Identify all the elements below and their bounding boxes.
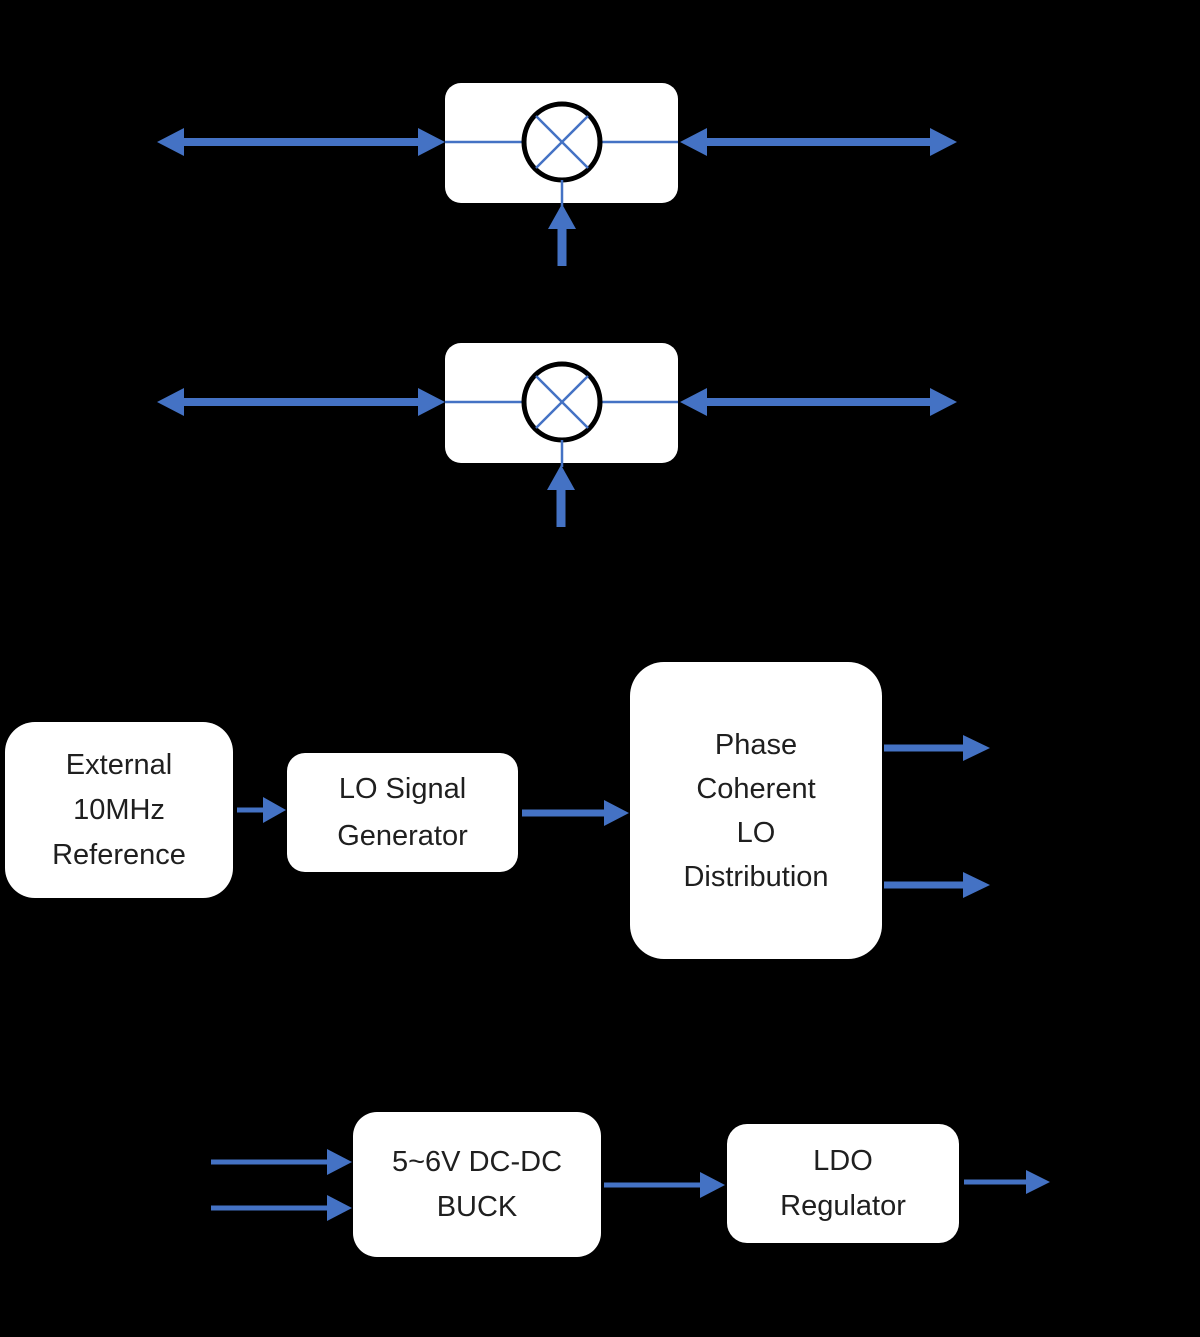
arrow-head-right: [700, 1172, 725, 1198]
buck-input-arrow-1: [211, 1149, 352, 1175]
block-label-line: LDO: [813, 1144, 873, 1177]
block-label-line: Phase: [714, 728, 798, 761]
arrow-head-right: [263, 797, 286, 823]
block-label-line: Distribution: [683, 860, 829, 893]
block-label-line: Reference: [52, 838, 186, 871]
arrow-head-left: [680, 388, 707, 416]
arrow-head-right: [418, 128, 445, 156]
arrow-head-up: [547, 465, 575, 490]
phase-coherent-lo-distribution-block: Phase Coherent LO Distribution: [630, 662, 882, 959]
arrow-head-right: [418, 388, 445, 416]
buck-input-arrow-2: [211, 1195, 352, 1221]
mixer-1-right-bidir-arrow: [680, 128, 957, 156]
mixer-2-left-bidir-arrow: [157, 388, 445, 416]
arrow-head-right: [963, 872, 990, 898]
arrow-head-right: [930, 128, 957, 156]
ref-to-losg-arrow: [237, 797, 286, 823]
arrow-head-right: [963, 735, 990, 761]
dcdc-buck-block: 5~6V DC-DC BUCK: [353, 1112, 601, 1257]
block-label-line: 5~6V DC-DC: [391, 1145, 563, 1178]
mixer-2-cross-line-2: [535, 375, 589, 429]
mixer-1-lo-input-arrow: [548, 204, 576, 266]
arrow-head-left: [680, 128, 707, 156]
arrow-head-right: [327, 1149, 352, 1175]
lo-signal-generator-block: LO Signal Generator: [287, 753, 518, 872]
dist-output-arrow-2: [884, 872, 990, 898]
arrow-head-right: [930, 388, 957, 416]
mixer-module-1: [445, 83, 678, 206]
mixer-1-cross-line-2: [535, 115, 589, 169]
block-label-line: External: [65, 748, 173, 781]
dist-output-arrow-1: [884, 735, 990, 761]
mixer-module-2: [445, 343, 678, 467]
buck-to-ldo-arrow: [604, 1172, 725, 1198]
ldo-output-arrow: [964, 1170, 1050, 1194]
block-label-line: Coherent: [696, 772, 816, 805]
external-10mhz-reference-block: External 10MHz Reference: [5, 722, 233, 898]
arrow-head-right: [1026, 1170, 1050, 1194]
block-label-line: 10MHz: [73, 793, 165, 826]
losg-to-dist-arrow: [522, 800, 629, 826]
block-label-line: Generator: [337, 819, 468, 852]
block-label-line: LO: [736, 816, 776, 849]
arrow-head-right: [604, 800, 629, 826]
ldo-regulator-block: LDO Regulator: [727, 1124, 959, 1243]
block-label-line: Regulator: [780, 1189, 906, 1222]
mixer-2-right-bidir-arrow: [680, 388, 957, 416]
mixer-2-lo-input-arrow: [547, 465, 575, 527]
block-label-line: BUCK: [436, 1190, 518, 1223]
mixer-1-left-bidir-arrow: [157, 128, 445, 156]
arrow-head-right: [327, 1195, 352, 1221]
arrow-head-left: [157, 128, 184, 156]
arrow-head-left: [157, 388, 184, 416]
block-label-line: LO Signal: [338, 772, 467, 805]
arrow-head-up: [548, 204, 576, 229]
